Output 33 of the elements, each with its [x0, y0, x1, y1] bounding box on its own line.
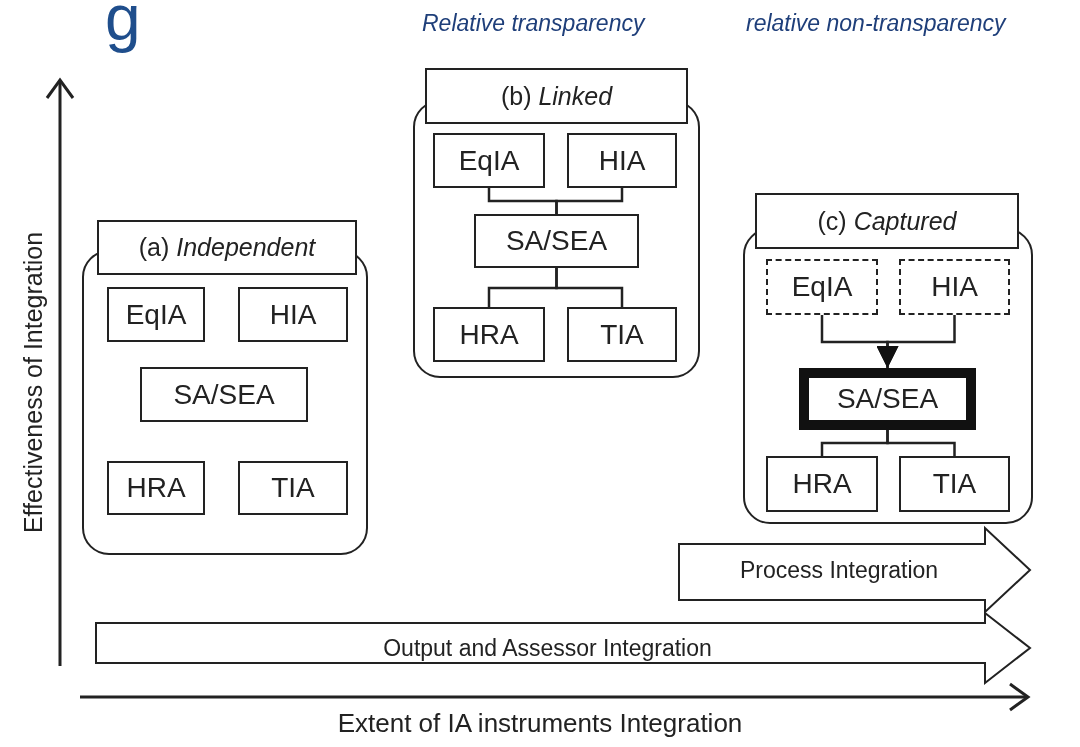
connector: [886, 430, 956, 456]
integration-banner: [678, 528, 1030, 612]
process-box: SA/SEA: [474, 214, 639, 268]
dashed-box: HIA: [899, 259, 1010, 315]
process-box: EqIA: [107, 287, 205, 342]
arrow-label: Process Integration: [739, 556, 939, 584]
connector: [555, 188, 624, 214]
axis-label: Effectiveness of Integration: [18, 230, 48, 536]
connector: [555, 268, 624, 307]
top-note: relative non-transparency: [746, 10, 1006, 37]
group-panel: [743, 193, 1033, 524]
process-box: TIA: [899, 456, 1010, 512]
group-panel: [82, 220, 368, 555]
process-box: SA/SEA: [140, 367, 308, 422]
group-heading: (c) Captured: [755, 193, 1019, 249]
group-heading: (b) Linked: [425, 68, 688, 124]
dashed-box: EqIA: [766, 259, 878, 315]
axis-label: Extent of IA instruments Integration: [336, 708, 744, 739]
process-box: TIA: [567, 307, 677, 362]
process-box: HIA: [238, 287, 348, 342]
connector: [876, 315, 956, 368]
group-heading: (a) Independent: [97, 220, 357, 275]
arrow-label: Output and Assessor Integration: [383, 634, 712, 662]
process-box: HRA: [766, 456, 878, 512]
process-box: EqIA: [433, 133, 545, 188]
process-box: HRA: [433, 307, 545, 362]
process-box: HRA: [107, 461, 205, 515]
process-box: TIA: [238, 461, 348, 515]
process-box: HIA: [567, 133, 677, 188]
group-panel: [413, 68, 700, 378]
top-note: Relative transparency: [422, 10, 645, 37]
highlighted-box: SA/SEA: [799, 368, 976, 430]
integration-banner: [95, 613, 1030, 683]
